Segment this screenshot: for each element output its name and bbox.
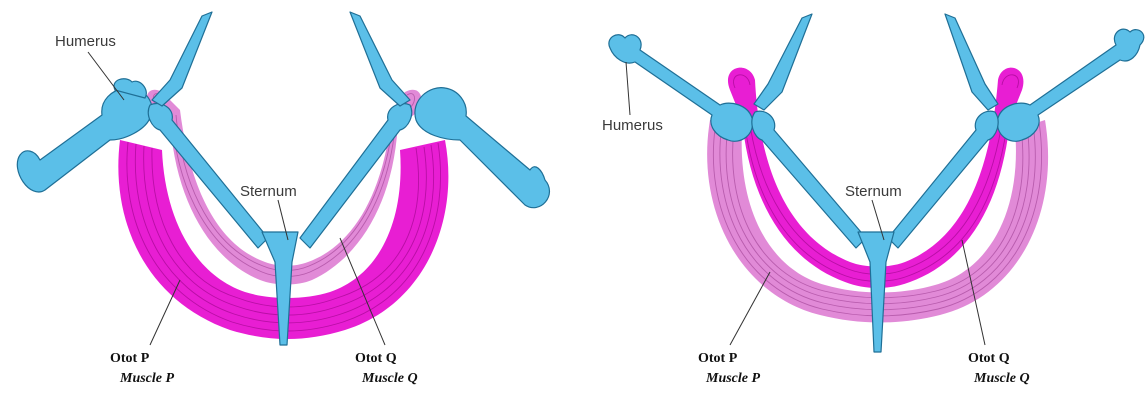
panel-left: Humerus Sternum Otot P Muscle P Otot Q M… xyxy=(17,12,549,386)
scapula-right-bone xyxy=(945,14,998,110)
muscle-p-english-label: Muscle P xyxy=(705,371,761,386)
scapula-left-bone xyxy=(754,14,812,110)
muscle-p-english-label: Muscle P xyxy=(119,371,175,386)
panel-right: Humerus Sternum Otot P Muscle P Otot Q M… xyxy=(602,14,1144,386)
skeleton-left-panel xyxy=(17,12,549,345)
scapula-left-bone xyxy=(152,12,212,106)
muscle-q-native-label: Otot Q xyxy=(968,351,1010,366)
muscle-p-native-label: Otot P xyxy=(110,351,150,366)
muscle-q-english-label: Muscle Q xyxy=(973,371,1030,386)
scapula-right-bone xyxy=(350,12,410,106)
sternum-label: Sternum xyxy=(240,183,297,200)
humerus-label: Humerus xyxy=(602,117,663,134)
humerus-label: Humerus xyxy=(55,33,116,50)
muscle-q-native-label: Otot Q xyxy=(355,351,397,366)
muscle-p-native-label: Otot P xyxy=(698,351,738,366)
muscle-q-english-label: Muscle Q xyxy=(361,371,418,386)
sternum-label: Sternum xyxy=(845,183,902,200)
